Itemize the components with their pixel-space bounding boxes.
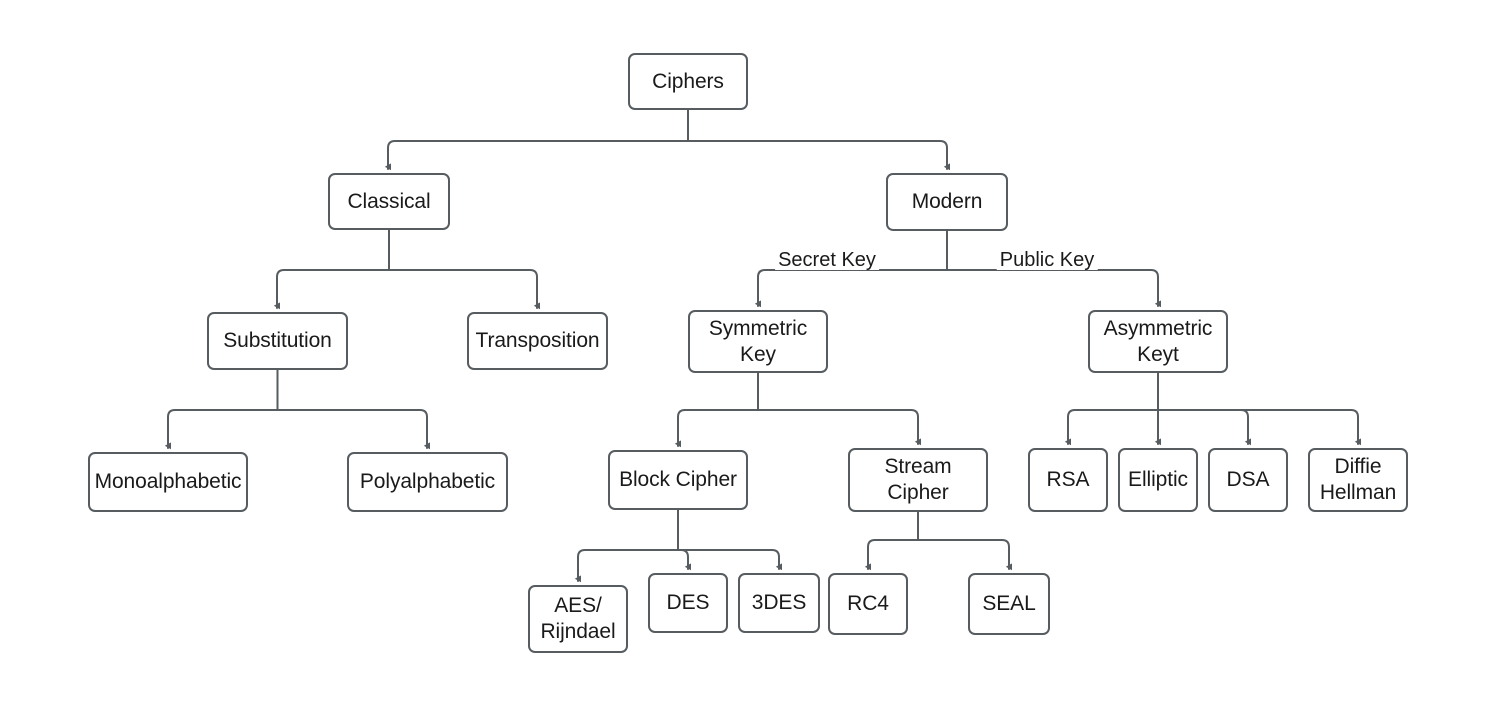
node-3des[interactable]: 3DES bbox=[738, 573, 820, 633]
node-transposition[interactable]: Transposition bbox=[467, 312, 608, 370]
node-rsa[interactable]: RSA bbox=[1028, 448, 1108, 512]
edge-ciphers-branch-1 bbox=[687, 140, 951, 171]
node-ciphers[interactable]: Ciphers bbox=[628, 53, 748, 110]
node-substitution[interactable]: Substitution bbox=[207, 312, 348, 370]
node-aes-rijndael[interactable]: AES/ Rijndael bbox=[528, 585, 628, 653]
node-diffie-hellman[interactable]: Diffie Hellman bbox=[1308, 448, 1408, 512]
edge-symmetric-key-branch-0 bbox=[674, 409, 759, 448]
edge-stream-cipher-branch-1 bbox=[917, 539, 1013, 571]
node-modern[interactable]: Modern bbox=[886, 173, 1008, 231]
node-monoalphabetic[interactable]: Monoalphabetic bbox=[88, 452, 248, 512]
edge-classical-branch-1 bbox=[388, 269, 541, 310]
edge-modern-branch-0 bbox=[754, 269, 948, 308]
edge-asymmetric-key-branch-2 bbox=[1157, 409, 1252, 446]
edge-substitution-branch-0 bbox=[164, 409, 279, 450]
node-elliptic[interactable]: Elliptic bbox=[1118, 448, 1198, 512]
edge-substitution-branch-1 bbox=[276, 409, 431, 450]
node-block-cipher[interactable]: Block Cipher bbox=[608, 450, 748, 510]
node-des[interactable]: DES bbox=[648, 573, 728, 633]
edge-block-cipher-branch-2 bbox=[677, 549, 783, 571]
node-rc4[interactable]: RC4 bbox=[828, 573, 908, 635]
edge-symmetric-key-branch-1 bbox=[757, 409, 922, 446]
node-seal[interactable]: SEAL bbox=[968, 573, 1050, 635]
node-symmetric-key[interactable]: Symmetric Key bbox=[688, 310, 828, 373]
edge-ciphers-branch-0 bbox=[384, 140, 689, 171]
node-stream-cipher[interactable]: Stream Cipher bbox=[848, 448, 988, 512]
edge-modern-branch-1 bbox=[946, 269, 1162, 308]
edge-block-cipher-branch-1 bbox=[677, 549, 692, 571]
node-dsa[interactable]: DSA bbox=[1208, 448, 1288, 512]
edge-asymmetric-key-branch-0 bbox=[1064, 409, 1159, 446]
node-asymmetric-key[interactable]: Asymmetric Keyt bbox=[1088, 310, 1228, 373]
edge-classical-branch-0 bbox=[273, 269, 390, 310]
node-classical[interactable]: Classical bbox=[328, 173, 450, 230]
secret-key-label: Secret Key bbox=[775, 250, 879, 270]
edge-stream-cipher-branch-0 bbox=[864, 539, 919, 571]
node-polyalphabetic[interactable]: Polyalphabetic bbox=[347, 452, 508, 512]
edge-asymmetric-key-branch-3 bbox=[1157, 409, 1362, 446]
public-key-label: Public Key bbox=[996, 250, 1098, 270]
